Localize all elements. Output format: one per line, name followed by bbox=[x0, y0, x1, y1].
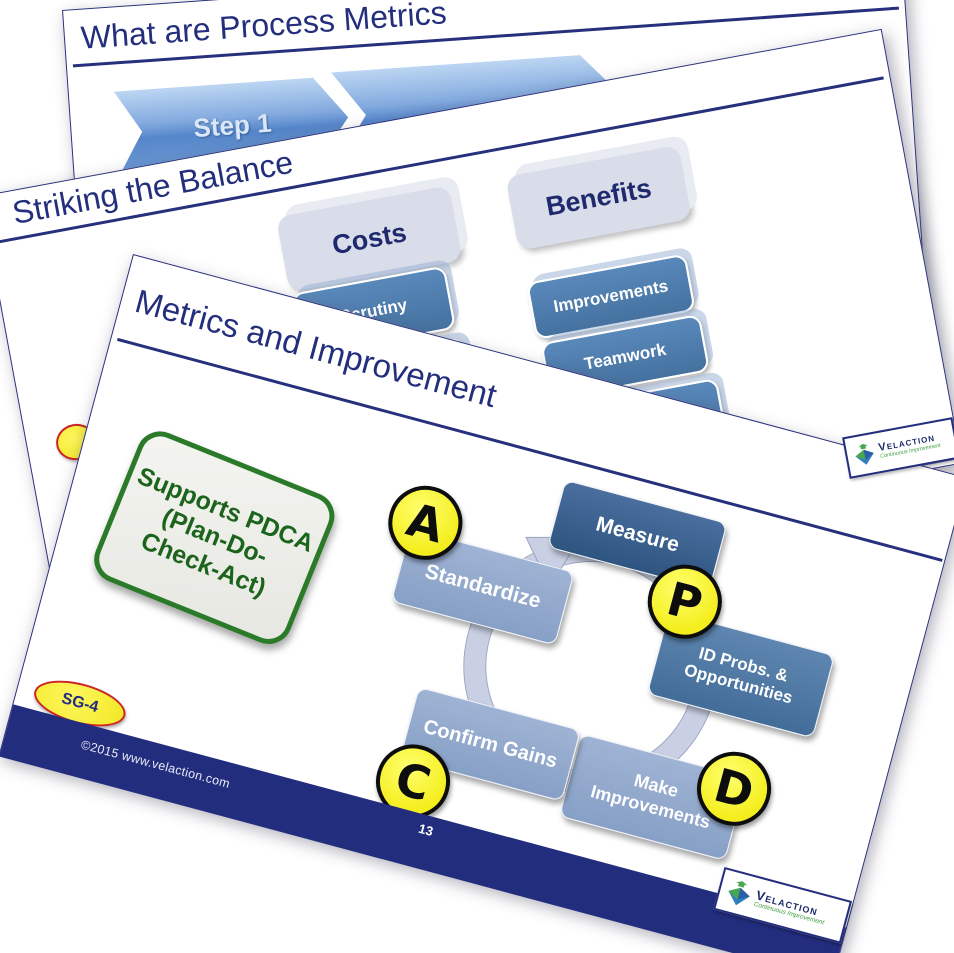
standardize-label: Standardize bbox=[422, 560, 544, 614]
velaction-logo-middle-slide: Velaction Continuous Improvement bbox=[842, 417, 954, 479]
check-letter: C bbox=[389, 750, 437, 812]
id-probs-label: ID Probs. & Opportunities bbox=[682, 643, 795, 708]
benefits-header-box: Benefits bbox=[505, 144, 693, 251]
velaction-diamond-icon bbox=[855, 443, 874, 465]
supports-pdca-callout: Supports PDCA (Plan-Do- Check-Act) bbox=[87, 424, 342, 652]
benefits-header-label: Benefits bbox=[543, 172, 654, 222]
plan-letter: P bbox=[661, 571, 709, 633]
improvements-label: Improvements bbox=[551, 276, 670, 317]
slide-metrics-and-improvement: Metrics and Improvement Supports PDCA (P… bbox=[0, 254, 954, 953]
step-1-label: Step 1 bbox=[192, 107, 273, 143]
sg-4-label: SG-4 bbox=[59, 690, 101, 717]
back-slide-title: What are Process Metrics bbox=[79, 0, 448, 56]
teamwork-label: Teamwork bbox=[582, 339, 668, 374]
measure-label: Measure bbox=[593, 512, 682, 558]
costs-header-label: Costs bbox=[329, 216, 409, 260]
act-letter: A bbox=[401, 492, 450, 554]
velaction-diamond-icon bbox=[728, 881, 750, 906]
velaction-logo: Velaction Continuous Improvement bbox=[713, 866, 853, 944]
do-letter: D bbox=[708, 757, 760, 820]
